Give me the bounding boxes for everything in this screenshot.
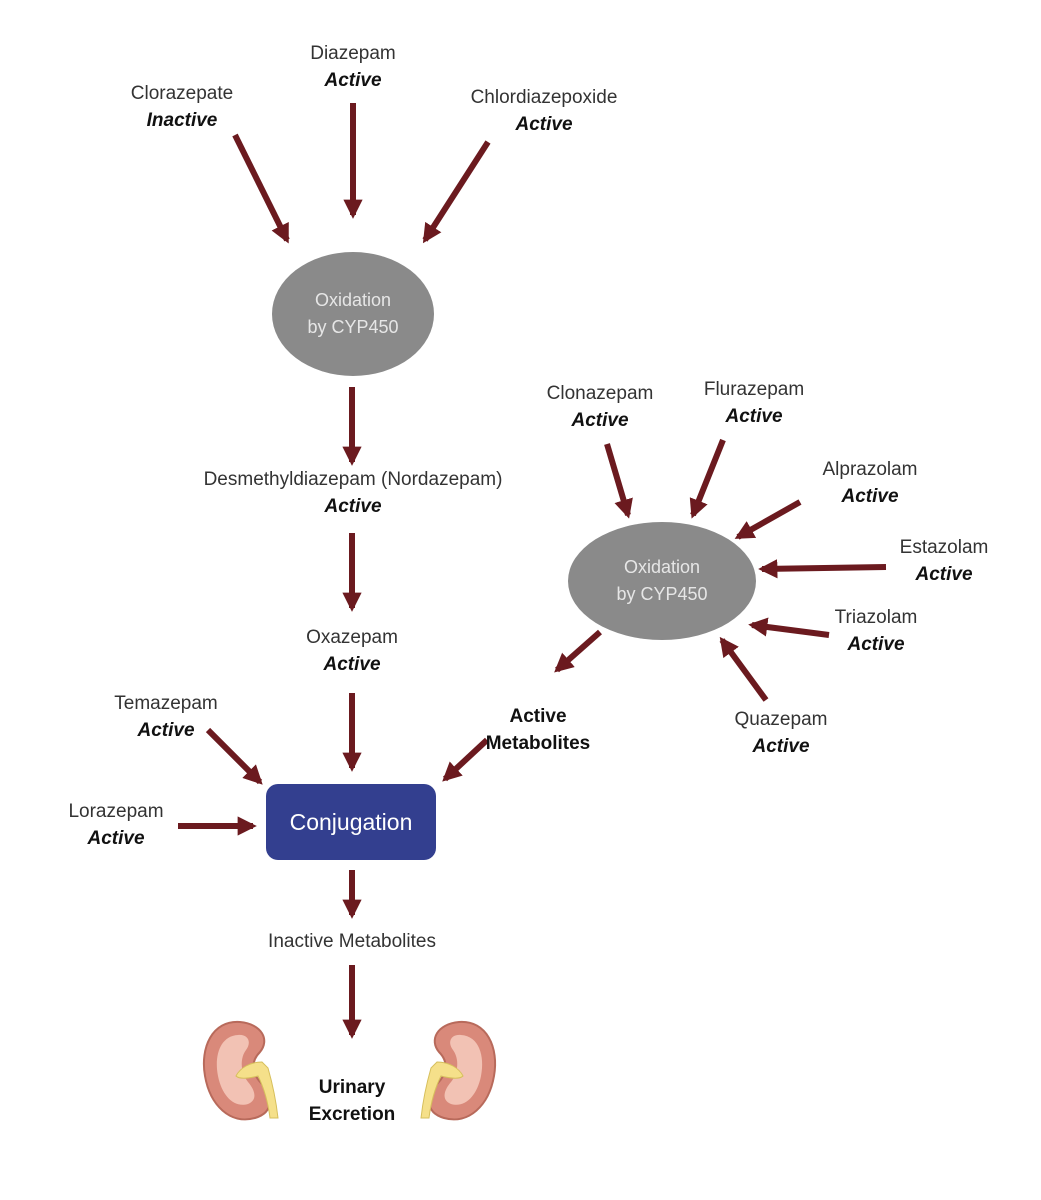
- active-metabolites-text: Active Metabolites: [485, 706, 591, 754]
- oxidation-node-left: Oxidation by CYP450: [272, 252, 434, 376]
- drug-name: Chlordiazepoxide: [470, 87, 618, 108]
- arrow-clonazepam-to-oxidation: [604, 443, 633, 519]
- inactive-metabolites-label: Inactive Metabolites: [268, 928, 436, 955]
- drug-quazepam: Quazepam Active: [735, 706, 828, 760]
- oxidation-node-right: Oxidation by CYP450: [568, 522, 756, 640]
- drug-alprazolam: Alprazolam Active: [822, 456, 917, 510]
- drug-name: Temazepam: [114, 693, 218, 714]
- drug-name: Estazolam: [899, 537, 989, 558]
- drug-name: Desmethyldiazepam (Nordazepam): [203, 469, 503, 490]
- drug-name: Alprazolam: [822, 459, 918, 480]
- conjugation-node-label: Conjugation: [289, 808, 413, 835]
- drug-name: Quazepam: [734, 709, 828, 730]
- drug-name: Lorazepam: [68, 801, 164, 822]
- arrow-active-metabolites-to-conjugation: [442, 737, 490, 782]
- oxidation-node-left-label: Oxidation by CYP450: [307, 290, 399, 337]
- drug-clorazepate: Clorazepate Inactive: [131, 80, 233, 134]
- drug-name: Clonazepam: [546, 383, 654, 404]
- drug-status: Active: [841, 486, 899, 507]
- oxidation-node-right-label: Oxidation by CYP450: [616, 557, 708, 604]
- drug-status: Active: [324, 496, 382, 517]
- drug-status: Active: [87, 828, 145, 849]
- drug-status: Inactive: [146, 110, 218, 131]
- urinary-excretion-label: Urinary Excretion: [309, 1047, 396, 1155]
- drug-status: Active: [571, 410, 629, 431]
- drug-diazepam: Diazepam Active: [310, 40, 396, 94]
- drug-chlordiazepoxide: Chlordiazepoxide Active: [471, 84, 618, 138]
- kidney-icon-left: [203, 1020, 279, 1121]
- arrow-chlordiazepoxide-to-oxidation: [422, 140, 491, 244]
- drug-name: Triazolam: [834, 607, 918, 628]
- drug-oxazepam: Oxazepam Active: [306, 624, 398, 678]
- conjugation-node: Conjugation: [266, 784, 436, 860]
- arrow-oxidation-to-active-metabolites: [554, 629, 602, 673]
- drug-name: Oxazepam: [306, 627, 398, 648]
- drug-flurazepam: Flurazepam Active: [704, 376, 804, 430]
- arrow-quazepam-to-oxidation: [719, 636, 769, 702]
- drug-name: Flurazepam: [703, 379, 805, 400]
- arrow-triazolam-to-oxidation: [748, 617, 830, 638]
- arrow-temazepam-to-conjugation: [205, 727, 263, 785]
- drug-clonazepam: Clonazepam Active: [547, 380, 654, 434]
- drug-status: Active: [847, 634, 905, 655]
- drug-desmethyldiazepam: Desmethyldiazepam (Nordazepam) Active: [204, 466, 503, 520]
- arrow-flurazepam-to-oxidation: [689, 438, 726, 519]
- drug-status: Active: [323, 654, 381, 675]
- drug-status: Active: [515, 114, 573, 135]
- active-metabolites-label: Active Metabolites: [486, 676, 591, 784]
- arrow-clorazepate-to-oxidation: [232, 133, 290, 244]
- drug-triazolam: Triazolam Active: [835, 604, 918, 658]
- drug-temazepam: Temazepam Active: [114, 690, 218, 744]
- drug-status: Active: [137, 720, 195, 741]
- inactive-metabolites-text: Inactive Metabolites: [268, 931, 436, 952]
- urinary-excretion-text: Urinary Excretion: [308, 1077, 396, 1125]
- drug-name: Diazepam: [310, 43, 396, 64]
- drug-lorazepam: Lorazepam Active: [68, 798, 163, 852]
- drug-status: Active: [725, 406, 783, 427]
- drug-estazolam: Estazolam Active: [900, 534, 989, 588]
- arrow-estazolam-to-oxidation: [758, 559, 887, 579]
- drug-name: Clorazepate: [130, 83, 234, 104]
- drug-status: Active: [752, 736, 810, 757]
- drug-status: Active: [915, 564, 973, 585]
- drug-status: Active: [324, 70, 382, 91]
- arrow-alprazolam-to-oxidation: [734, 499, 802, 540]
- kidney-icon-right: [420, 1020, 496, 1121]
